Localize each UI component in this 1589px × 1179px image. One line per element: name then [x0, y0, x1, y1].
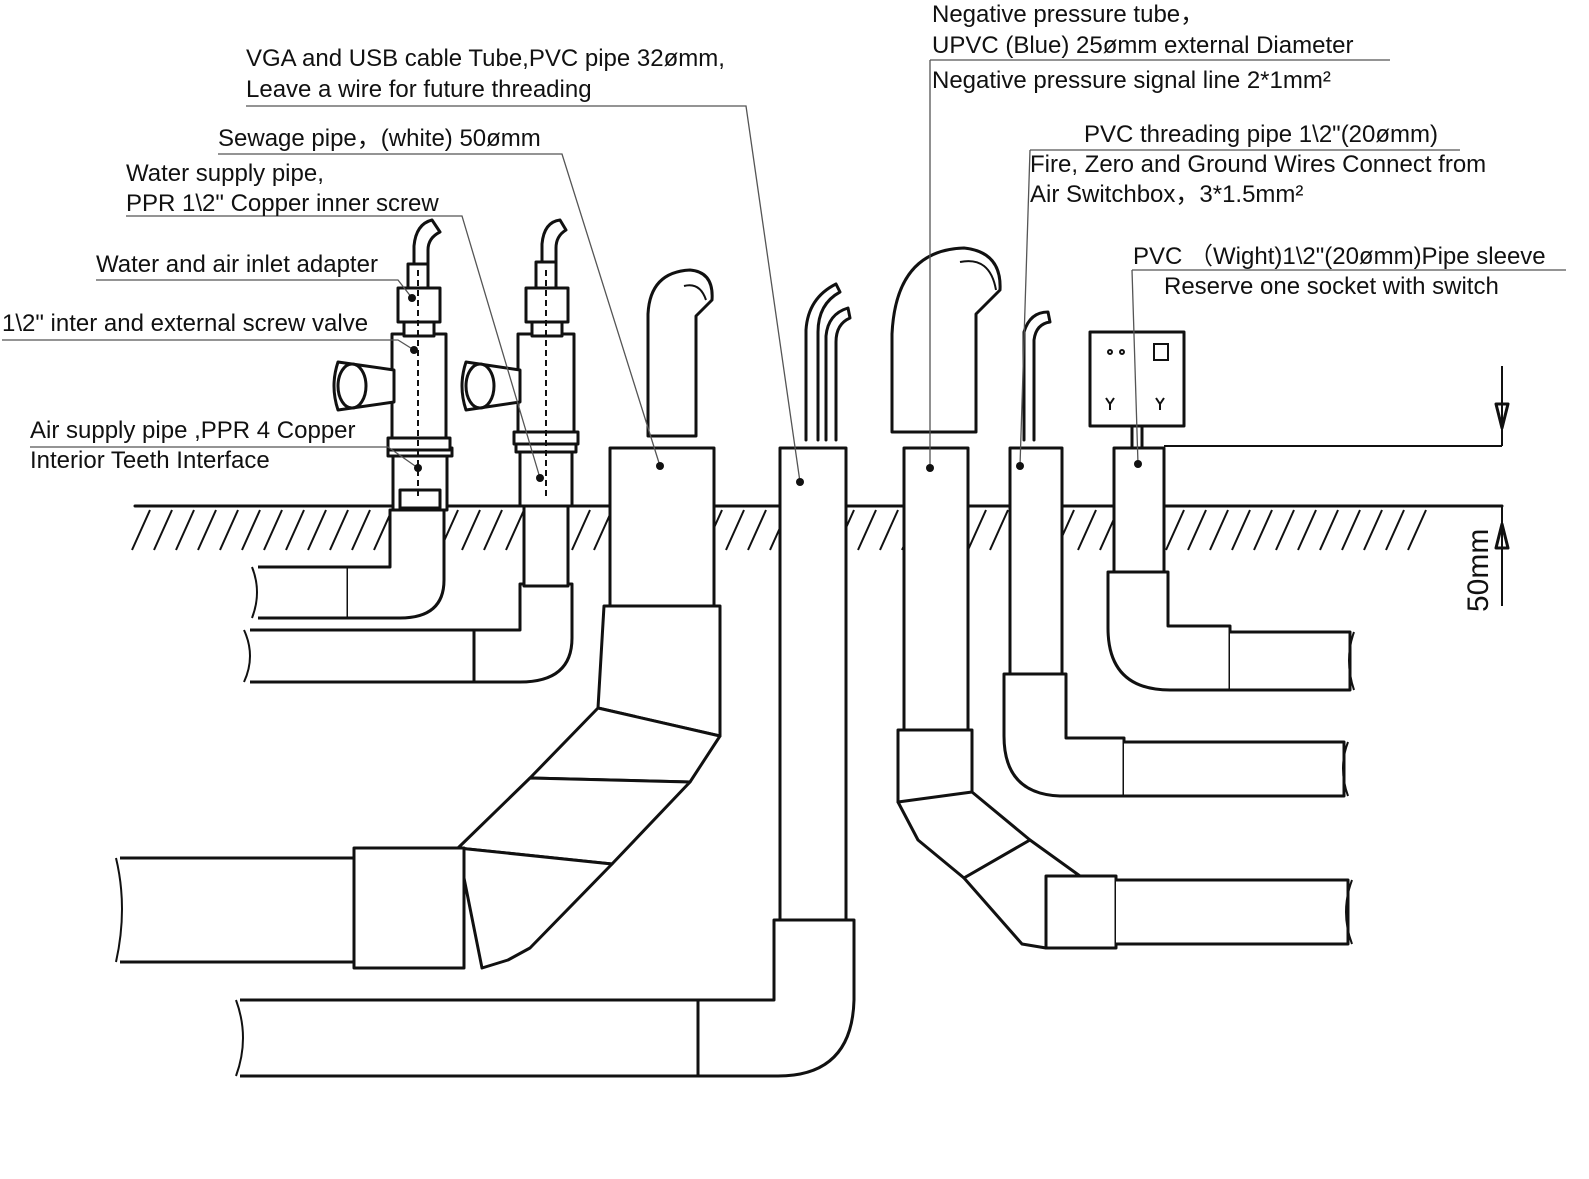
hatch-line: [1385, 509, 1405, 551]
water-supply-pipe-assembly: [243, 218, 580, 684]
hatch-line: [153, 509, 173, 551]
leader-dots: [408, 294, 1142, 486]
hatch-line: [307, 509, 327, 551]
hatch-line: [1187, 509, 1207, 551]
pvc-threading-pipe-assembly: [1002, 310, 1349, 798]
hatch-line: [989, 509, 1009, 551]
hatch-line: [1231, 509, 1251, 551]
water-air-adapter-label: Water and air inlet adapter: [96, 251, 378, 278]
hatch-line: [241, 509, 261, 551]
air-supply-pipe-assembly: [251, 218, 454, 620]
hatch-line: [1209, 509, 1229, 551]
pvc-threading-label: PVC threading pipe 1\2"(20ømm): [1084, 121, 1438, 148]
hatch-line: [1165, 509, 1185, 551]
air-supply-label-line2: Interior Teeth Interface: [30, 447, 270, 474]
water-supply-label-line2: PPR 1\2" Copper inner screw: [126, 190, 439, 217]
negative-tube-label-line2: UPVC (Blue) 25ømm external Diameter: [932, 32, 1353, 59]
wires-label-line2: Air Switchbox，3*1.5mm²: [1030, 181, 1303, 208]
vga-usb-tube-label-line1: VGA and USB cable Tube,PVC pipe 32ømm,: [246, 45, 725, 72]
sewage-pipe-label: Sewage pipe，(white) 50ømm: [218, 125, 541, 152]
hatch-line: [1319, 509, 1339, 551]
negative-signal-label: Negative pressure signal line 2*1mm²: [932, 67, 1331, 94]
screw-valve-label: 1\2" inter and external screw valve: [2, 310, 368, 337]
hatch-line: [285, 509, 305, 551]
hatch-line: [505, 509, 525, 551]
hatch-line: [1077, 509, 1097, 551]
hatch-line: [725, 509, 745, 551]
hatch-line: [1407, 509, 1427, 551]
hatch-line: [967, 509, 987, 551]
hatch-line: [1275, 509, 1295, 551]
hatch-line: [197, 509, 217, 551]
hatch-line: [263, 509, 283, 551]
sleeve-label-line2: Reserve one socket with switch: [1164, 273, 1499, 300]
hatch-line: [1253, 509, 1273, 551]
wires-label-line1: Fire, Zero and Ground Wires Connect from: [1030, 151, 1486, 178]
annotation-labels: VGA and USB cable Tube,PVC pipe 32ømm, L…: [2, 1, 1546, 474]
pvc-sleeve-socket-assembly: [1088, 330, 1355, 692]
hatch-line: [879, 509, 899, 551]
hatch-line: [1297, 509, 1317, 551]
hatch-line: [747, 509, 767, 551]
height-dimension: 50mm: [1164, 366, 1510, 612]
sewage-pipe-assembly: [115, 268, 722, 970]
hatch-line: [219, 509, 239, 551]
vga-usb-tube-label-line2: Leave a wire for future threading: [246, 76, 592, 103]
sleeve-label-line1: PVC （Wight)1\2"(20ømm)Pipe sleeve: [1133, 243, 1546, 270]
air-supply-label-line1: Air supply pipe ,PPR 4 Copper: [30, 417, 356, 444]
water-supply-label-line1: Water supply pipe,: [126, 160, 324, 187]
negative-pressure-tube-assembly: [890, 246, 1353, 950]
dimension-50mm-label: 50mm: [1462, 529, 1495, 612]
negative-tube-label-line1: Negative pressure tube，: [932, 1, 1204, 28]
hatch-line: [351, 509, 371, 551]
hatch-line: [131, 509, 151, 551]
hatch-line: [461, 509, 481, 551]
hatch-line: [329, 509, 349, 551]
hatch-line: [857, 509, 877, 551]
hatch-line: [571, 509, 591, 551]
hatch-line: [483, 509, 503, 551]
hatch-line: [1341, 509, 1361, 551]
hatch-line: [1363, 509, 1383, 551]
hatch-line: [175, 509, 195, 551]
leader-lines: [2, 59, 1566, 483]
vga-usb-cable-tube-assembly: [235, 282, 856, 1078]
